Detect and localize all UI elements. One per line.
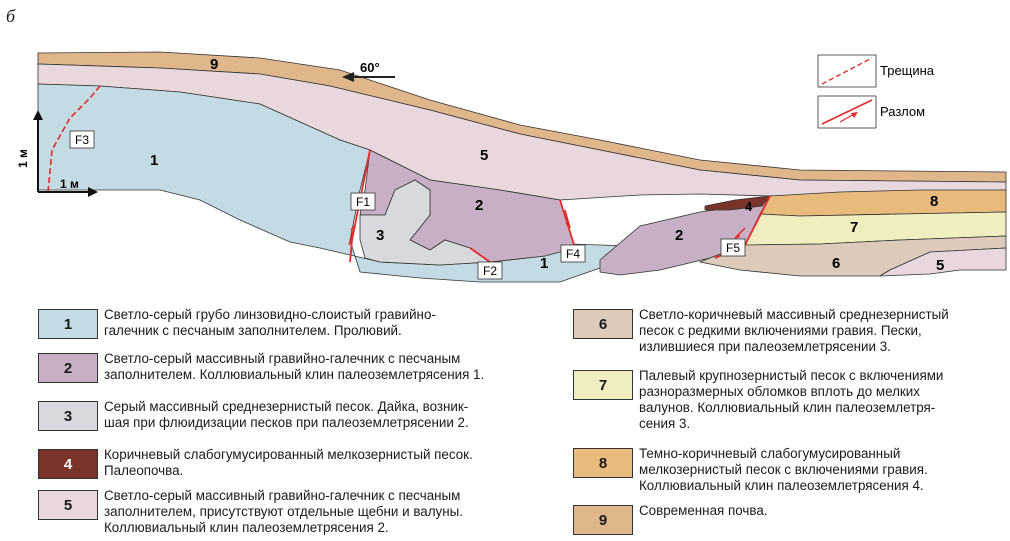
legend-item-3: 3 Серый массивный среднезернистый песок. … [38, 399, 469, 431]
legend-description: Светло-коричневый массивный среднезернис… [639, 307, 949, 355]
legend-line: шая при флюидизации песков при палеоземл… [104, 415, 469, 431]
legend-number: 1 [64, 316, 72, 333]
legend-item-4: 4 Коричневый слабогумусированный мелкозер… [38, 447, 473, 479]
legend-item-7: 7 Палевый крупнозернистый песок с включен… [573, 368, 943, 432]
legend-line: валунов. Коллювиальный клин палеоземлетр… [639, 400, 943, 416]
legend-description: Палевый крупнозернистый песок с включени… [639, 368, 943, 432]
legend-line: мелкозернистый песок с включениями грави… [639, 462, 928, 478]
legend-line: Серый массивный среднезернистый песок. Д… [104, 399, 469, 415]
legend-number: 9 [599, 512, 607, 529]
legend-line: разноразмерных обломков вплоть до мелких [639, 384, 943, 400]
legend-item-5: 5 Светло-серый массивный гравийно-галечни… [38, 488, 463, 536]
legend-swatch-9: 9 [573, 505, 633, 535]
legend-swatch-7: 7 [573, 370, 633, 400]
legend-line: Коричневый слабогумусированный мелкозерн… [104, 447, 473, 463]
legend-line: Светло-коричневый массивный среднезернис… [639, 307, 949, 323]
legend-swatch-1: 1 [38, 309, 98, 339]
legend-swatch-2: 2 [38, 353, 98, 383]
legend-description: Светло-серый массивный гравийно-галечник… [104, 351, 484, 383]
legend-description: Современная почва. [639, 503, 768, 519]
legend-line: песок с редкими включениями гравия. Песк… [639, 323, 949, 339]
legend-description: Серый массивный среднезернистый песок. Д… [104, 399, 469, 431]
legend-line: Коллювиальный клин палеоземлетрясения 4. [639, 478, 928, 494]
legend-swatch-6: 6 [573, 309, 633, 339]
legend-item-6: 6 Светло-коричневый массивный среднезерни… [573, 307, 949, 355]
legend-swatch-4: 4 [38, 449, 98, 479]
legend-line: Современная почва. [639, 503, 768, 519]
legend-swatch-3: 3 [38, 401, 98, 431]
legend-number: 4 [64, 456, 72, 473]
legend-line: Светло-серый массивный гравийно-галечник… [104, 351, 484, 367]
legend-line: Светло-серый массивный гравийно-галечник… [104, 488, 463, 504]
legend-description: Светло-серый массивный гравийно-галечник… [104, 488, 463, 536]
legend-swatch-5: 5 [38, 490, 98, 520]
legend-line: заполнителем, присутствуют отдельные щеб… [104, 504, 463, 520]
legend-number: 8 [599, 455, 607, 472]
legend-line: галечник с песчаным заполнителем. Пролюв… [104, 323, 436, 339]
legend-number: 2 [64, 360, 72, 377]
legend-swatch-8: 8 [573, 448, 633, 478]
legend-line: заполнителем. Коллювиальный клин палеозе… [104, 367, 484, 383]
legend-line: Темно-коричневый слабогумусированный [639, 446, 928, 462]
legend-item-9: 9 Современная почва. [573, 503, 768, 535]
legend-number: 5 [64, 497, 72, 514]
legend-description: Коричневый слабогумусированный мелкозерн… [104, 447, 473, 479]
legend-item-1: 1 Светло-серый грубо линзовидно-слоистый … [38, 307, 436, 339]
legend-line: Палеопочва. [104, 463, 473, 479]
legend-line: сения 3. [639, 416, 943, 432]
legend-line: Коллювиальный клин палеоземлетрясения 2. [104, 520, 463, 536]
legend-line: Светло-серый грубо линзовидно-слоистый г… [104, 307, 436, 323]
legend-description: Светло-серый грубо линзовидно-слоистый г… [104, 307, 436, 339]
legend-number: 3 [64, 408, 72, 425]
legend-number: 7 [599, 377, 607, 394]
legend-number: 6 [599, 316, 607, 333]
legend-line: Палевый крупнозернистый песок с включени… [639, 368, 943, 384]
legend-item-2: 2 Светло-серый массивный гравийно-галечни… [38, 351, 484, 383]
legend-line: излившиеся при палеоземлетрясении 3. [639, 339, 949, 355]
